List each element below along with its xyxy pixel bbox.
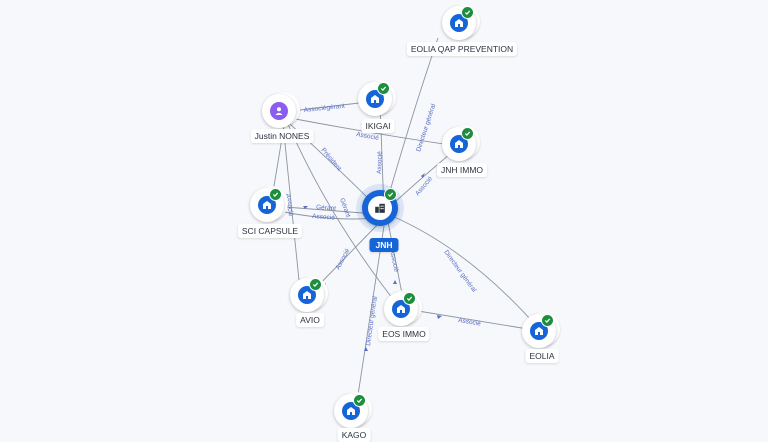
node-sci-capsule[interactable] bbox=[250, 184, 290, 224]
edge-label-associe-eos: Associé bbox=[388, 249, 400, 273]
verified-check-icon bbox=[269, 188, 282, 201]
edge-label-associe-eolia: Associé bbox=[458, 317, 482, 328]
arrow-head bbox=[364, 347, 368, 351]
building-icon bbox=[258, 196, 276, 214]
edge-bottom-center bbox=[355, 225, 385, 409]
building-icon bbox=[530, 322, 548, 340]
edge-label-gerant-sci: Gérant bbox=[338, 197, 351, 218]
building-icon bbox=[368, 196, 392, 220]
building-icon bbox=[392, 300, 410, 318]
building-icon bbox=[342, 402, 360, 420]
edge-label-associe-avio: Associé bbox=[335, 247, 352, 271]
edge-eolia-center bbox=[391, 215, 541, 331]
node-label-sci-capsule: SCI CAPSULE bbox=[237, 224, 303, 238]
edge-label-associe-ikigai: Associé bbox=[376, 151, 384, 174]
node-eolia-qap-prevention[interactable] bbox=[442, 2, 482, 42]
node-avio[interactable] bbox=[290, 274, 330, 314]
verified-check-icon bbox=[541, 314, 554, 327]
verified-check-icon bbox=[461, 127, 474, 140]
edge-label-president: Président bbox=[319, 147, 342, 173]
node-label-kago: KAGO bbox=[337, 428, 371, 442]
node-label-jnh-center: JNH bbox=[369, 238, 399, 252]
node-eolia[interactable] bbox=[522, 310, 562, 350]
building-icon bbox=[450, 135, 468, 153]
edge-sci-center bbox=[271, 205, 377, 215]
edge-label-gerant: Gérant bbox=[316, 204, 337, 212]
verified-check-icon bbox=[353, 394, 366, 407]
edge-label-associegerant: Associégérant bbox=[303, 103, 345, 114]
node-jnh-center[interactable] bbox=[356, 184, 410, 238]
node-justin-nones[interactable] bbox=[262, 90, 302, 130]
building-icon bbox=[366, 90, 384, 108]
edge-label-dg-eolia-qap: Directeur général bbox=[415, 103, 437, 153]
edge-eos-eolia bbox=[411, 309, 535, 331]
node-kago[interactable] bbox=[334, 390, 374, 430]
verified-check-icon bbox=[384, 188, 397, 201]
node-jnh-immo[interactable] bbox=[442, 123, 482, 163]
node-label-avio: AVIO bbox=[296, 313, 324, 327]
edge-label-associe-ikigai-2: Associé bbox=[356, 131, 380, 142]
node-label-jnh-immo: JNH IMMO bbox=[436, 163, 488, 177]
arrow-head bbox=[421, 173, 425, 178]
node-label-eolia-qap-prevention: EOLIA QAP PREVENTION bbox=[406, 42, 518, 56]
node-label-eos-immo: EOS IMMO bbox=[378, 327, 430, 341]
arrow-head bbox=[303, 206, 308, 209]
edge-justin-jnh-immo bbox=[289, 117, 459, 147]
verified-check-icon bbox=[309, 278, 322, 291]
edge-justin-avio bbox=[282, 123, 301, 291]
node-ikigai[interactable] bbox=[358, 78, 398, 118]
edge-label-associe-sci: Associé bbox=[312, 213, 336, 222]
node-label-justin-nones: Justin NONES bbox=[250, 129, 314, 143]
node-label-eolia: EOLIA bbox=[525, 349, 559, 363]
verified-check-icon bbox=[377, 82, 390, 95]
building-icon bbox=[298, 286, 316, 304]
node-label-ikigai: IKIGAI bbox=[361, 119, 395, 133]
node-eos-immo[interactable] bbox=[384, 288, 424, 328]
edge-label-associe-jnh-immo: Associé bbox=[414, 175, 434, 197]
person-icon bbox=[270, 102, 288, 120]
edge-label-dg-bottom: Directeur général bbox=[365, 295, 379, 346]
verified-check-icon bbox=[403, 292, 416, 305]
edge-label-associe-sci-2: Associé bbox=[284, 193, 294, 217]
arrow-head bbox=[393, 280, 397, 284]
edge-justin-eos bbox=[287, 123, 401, 309]
verified-check-icon bbox=[461, 6, 474, 19]
arrow-head bbox=[437, 315, 442, 319]
building-icon bbox=[450, 14, 468, 32]
